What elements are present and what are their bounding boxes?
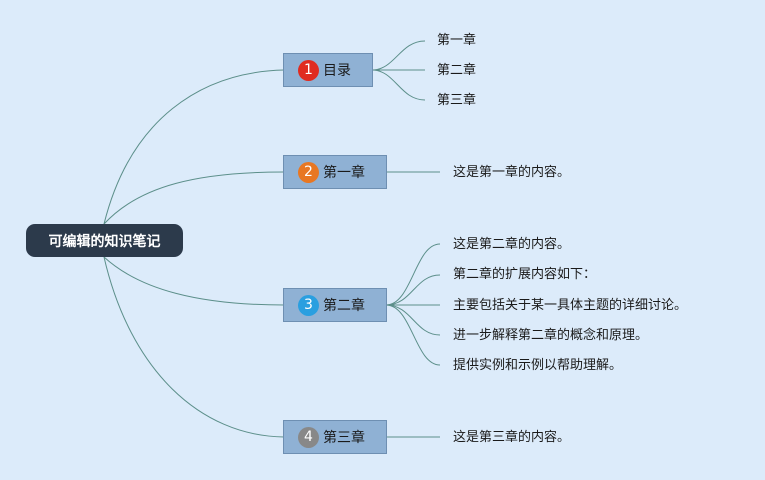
leaf-label: 这是第一章的内容。 — [453, 165, 571, 180]
branch-label: 目录 — [323, 63, 351, 79]
leaf-label: 第三章 — [437, 93, 477, 108]
leaf-label: 进一步解释第二章的概念和原理。 — [453, 328, 649, 343]
number-1-icon: 1 — [298, 59, 319, 81]
leaf-label: 第一章 — [437, 33, 477, 48]
leaf-label: 主要包括关于某一具体主题的详细讨论。 — [453, 298, 688, 313]
leaf-label: 这是第三章的内容。 — [453, 430, 571, 445]
connector-b3-c1 — [385, 243, 441, 306]
connector-root-branch-1 — [103, 69, 285, 225]
number-2-icon: 2 — [298, 161, 319, 183]
leaf-toc-chapter-3[interactable]: 第三章 — [437, 93, 476, 109]
connector-b1-c3 — [371, 69, 426, 101]
leaf-chapter-3-content[interactable]: 这是第三章的内容。 — [453, 430, 570, 446]
leaf-chapter-2-line-4[interactable]: 进一步解释第二章的概念和原理。 — [453, 328, 648, 344]
leaf-toc-chapter-1[interactable]: 第一章 — [437, 33, 476, 49]
leaf-chapter-2-line-3[interactable]: 主要包括关于某一具体主题的详细讨论。 — [453, 298, 687, 314]
branch-chapter-1[interactable]: 2 第一章 — [283, 155, 387, 189]
branch-chapter-3[interactable]: 4 第三章 — [283, 420, 387, 454]
leaf-chapter-2-line-2[interactable]: 第二章的扩展内容如下： — [453, 267, 596, 283]
connector-b3-c4 — [385, 304, 441, 336]
leaf-chapter-1-content[interactable]: 这是第一章的内容。 — [453, 165, 570, 181]
branch-label: 第一章 — [323, 165, 365, 181]
number-4-icon: 4 — [298, 426, 319, 448]
leaf-label: 第二章 — [437, 63, 477, 78]
connector-b3-c5 — [385, 304, 441, 366]
branch-toc[interactable]: 1 目录 — [283, 53, 373, 87]
number-3-icon: 3 — [298, 294, 319, 316]
root-topic[interactable]: 可编辑的知识笔记 — [26, 224, 183, 257]
connector-root-branch-3 — [103, 256, 285, 306]
connector-b1-c1 — [371, 40, 426, 71]
leaf-label: 提供实例和示例以帮助理解。 — [453, 358, 623, 373]
connector-root-branch-2 — [103, 171, 285, 225]
leaf-label: 这是第二章的内容。 — [453, 237, 571, 252]
leaf-chapter-2-line-5[interactable]: 提供实例和示例以帮助理解。 — [453, 358, 622, 374]
branch-chapter-2[interactable]: 3 第二章 — [283, 288, 387, 322]
connector-root-branch-4 — [103, 256, 285, 438]
leaf-toc-chapter-2[interactable]: 第二章 — [437, 63, 476, 79]
leaf-label: 第二章的扩展内容如下： — [453, 267, 597, 282]
branch-label: 第三章 — [323, 430, 365, 446]
branch-label: 第二章 — [323, 298, 365, 314]
leaf-chapter-2-line-1[interactable]: 这是第二章的内容。 — [453, 237, 570, 253]
connector-b3-c2 — [385, 274, 441, 306]
root-topic-label: 可编辑的知识笔记 — [48, 233, 161, 250]
